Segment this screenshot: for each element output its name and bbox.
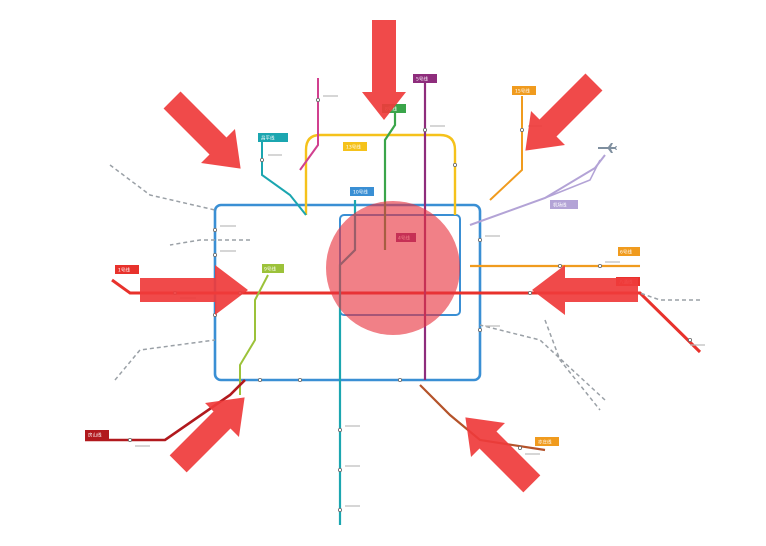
city-center-circle bbox=[326, 201, 460, 335]
line-8 bbox=[383, 110, 397, 250]
tag-line13-label: 13号线 bbox=[346, 144, 361, 151]
line-yizhuang bbox=[419, 384, 546, 452]
tag-line15: 15号线 bbox=[512, 86, 536, 95]
tag-line5-label: 5号线 bbox=[416, 76, 428, 83]
tag-airport-label: 机场线 bbox=[553, 202, 567, 209]
line-fangshan bbox=[85, 379, 246, 442]
line-15 bbox=[489, 96, 523, 201]
stations bbox=[127, 98, 693, 512]
tag-line1-west: 1号线 bbox=[115, 265, 139, 274]
tag-line10: 10号线 bbox=[350, 187, 374, 196]
tag-line13: 13号线 bbox=[343, 142, 367, 151]
tag-yizhuang: 亦庄线 bbox=[535, 437, 559, 446]
tag-yizhuang-label: 亦庄线 bbox=[538, 439, 552, 446]
tag-line6: 6号线 bbox=[618, 247, 640, 256]
line-pink bbox=[299, 78, 319, 171]
tag-changping-label: 昌平线 bbox=[261, 135, 275, 142]
tag-fangshan-label: 房山线 bbox=[88, 432, 102, 439]
arrow-southwest bbox=[169, 397, 245, 473]
arrow-southeast bbox=[465, 417, 541, 493]
arrow-northwest bbox=[163, 91, 241, 169]
arrow-northeast bbox=[525, 73, 603, 151]
tag-fangshan: 房山线 bbox=[85, 430, 109, 439]
tag-line9: 9号线 bbox=[262, 264, 284, 273]
line-airport bbox=[469, 154, 606, 226]
arrow-west bbox=[140, 265, 248, 315]
line-airport-branch bbox=[544, 159, 601, 199]
planned-lines bbox=[109, 164, 700, 411]
line-13 bbox=[304, 133, 457, 215]
tag-line15-label: 15号线 bbox=[515, 88, 530, 95]
arrow-east bbox=[532, 265, 638, 315]
line-9 bbox=[239, 274, 269, 395]
tag-line1-west-label: 1号线 bbox=[118, 267, 130, 274]
tag-line5: 5号线 bbox=[413, 74, 437, 83]
tag-line9-label: 9号线 bbox=[264, 266, 276, 273]
tag-line6-label: 6号线 bbox=[620, 249, 632, 256]
tag-changping: 昌平线 bbox=[258, 133, 288, 142]
tag-line10-label: 10号线 bbox=[353, 189, 368, 196]
arrow-north bbox=[362, 20, 406, 120]
arrows bbox=[140, 20, 638, 493]
tag-airport: 机场线 bbox=[550, 200, 578, 209]
airport-icon bbox=[598, 143, 617, 153]
